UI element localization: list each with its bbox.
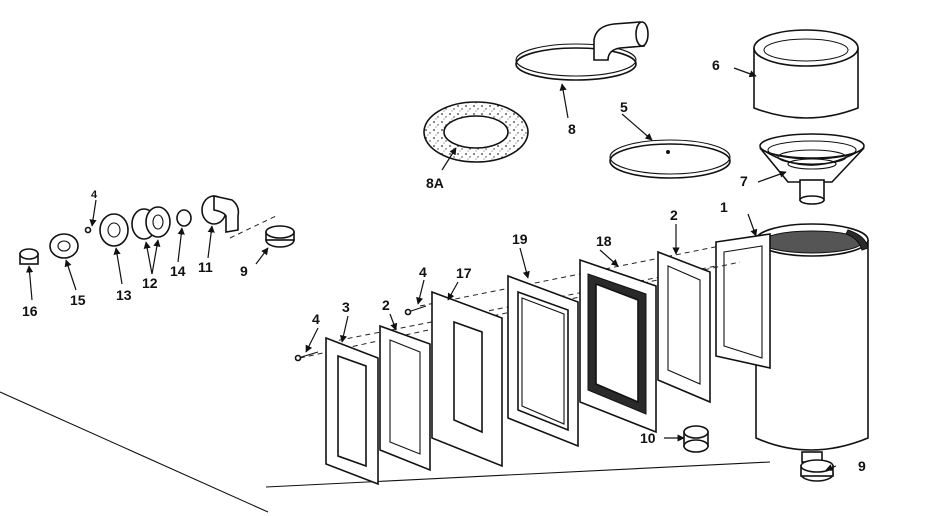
callout-13: 13 bbox=[116, 287, 132, 303]
callout-7: 7 bbox=[740, 173, 748, 189]
callout-4-small: 4 bbox=[91, 189, 98, 201]
part-4-small-screw bbox=[84, 226, 92, 234]
part-2-gasket-left bbox=[379, 324, 431, 472]
part-8-elbow-lid bbox=[515, 21, 649, 81]
part-18-frame bbox=[579, 258, 657, 434]
part-16-cap bbox=[19, 248, 39, 265]
callout-8: 8 bbox=[568, 121, 576, 137]
callout-9-left: 9 bbox=[240, 263, 248, 279]
callout-15: 15 bbox=[70, 292, 86, 308]
part-11-elbow bbox=[201, 195, 240, 233]
part-3-faceplate bbox=[325, 336, 379, 486]
part-4-screw-b bbox=[404, 305, 427, 316]
callout-9-bottom: 9 bbox=[858, 458, 866, 474]
callout-16: 16 bbox=[22, 303, 38, 319]
callout-19: 19 bbox=[512, 231, 528, 247]
part-10-ring bbox=[683, 425, 709, 453]
callout-10: 10 bbox=[640, 430, 656, 446]
part-19-faceplate bbox=[507, 274, 579, 448]
part-9-clamp bbox=[265, 225, 295, 248]
callout-1: 1 bbox=[720, 199, 728, 215]
ground-line bbox=[0, 391, 269, 513]
part-7-basket bbox=[759, 133, 865, 205]
callout-2-right: 2 bbox=[670, 207, 678, 223]
callout-8a: 8A bbox=[426, 175, 444, 191]
part-6-collar bbox=[753, 29, 859, 119]
part-9-bottom-nut bbox=[800, 459, 834, 482]
part-5-lid bbox=[609, 139, 731, 179]
callout-5: 5 bbox=[620, 99, 628, 115]
callout-12: 12 bbox=[142, 275, 158, 291]
part-8a-gasket bbox=[423, 101, 529, 163]
part-17-plate bbox=[431, 290, 503, 468]
callout-4-left: 4 bbox=[312, 311, 320, 327]
part-4-screw-a bbox=[294, 351, 319, 362]
part-15-nut bbox=[49, 233, 79, 259]
callout-3: 3 bbox=[342, 299, 350, 315]
part-2-gasket-right bbox=[657, 250, 711, 404]
part-13-flange bbox=[99, 213, 129, 247]
callout-4-mid: 4 bbox=[419, 264, 427, 280]
callout-6: 6 bbox=[712, 57, 720, 73]
part-14-collar bbox=[176, 209, 192, 227]
callout-17: 17 bbox=[456, 265, 472, 281]
baseline bbox=[265, 461, 771, 488]
skimmer-body bbox=[715, 223, 869, 463]
part-12-fitting bbox=[131, 206, 171, 240]
callout-2-left: 2 bbox=[382, 297, 390, 313]
callout-11: 11 bbox=[198, 259, 213, 275]
callout-18: 18 bbox=[596, 233, 612, 249]
callout-14: 14 bbox=[170, 263, 186, 279]
